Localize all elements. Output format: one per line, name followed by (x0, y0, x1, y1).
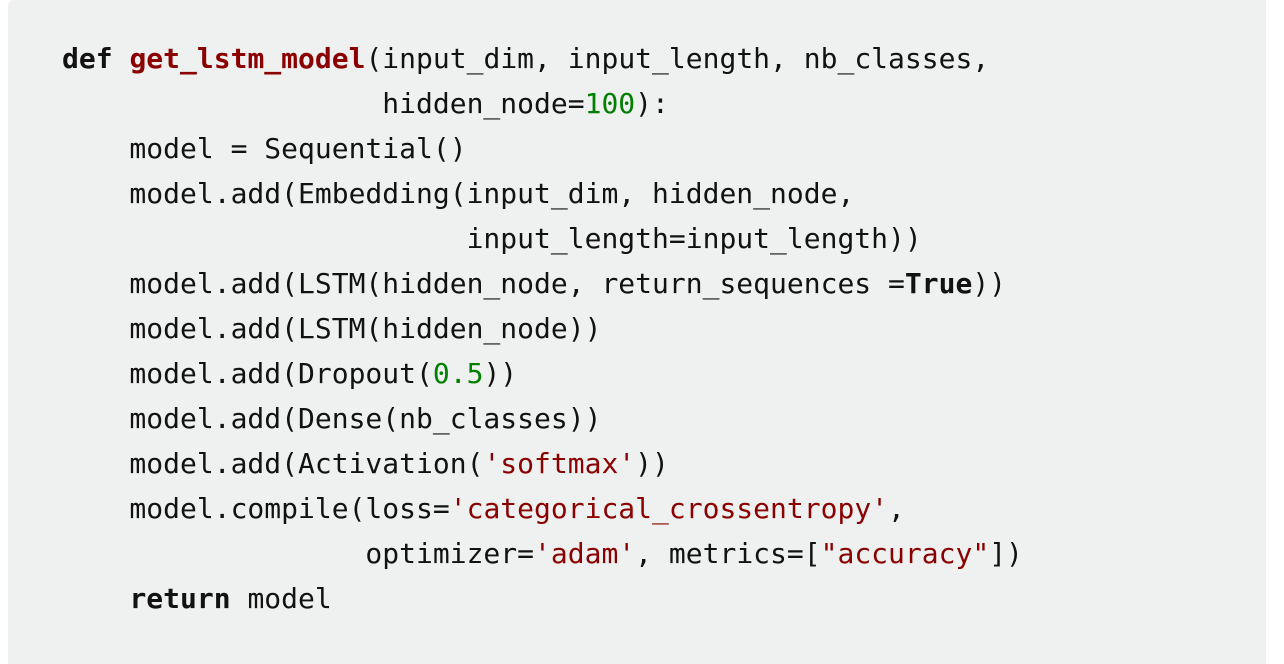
code-token-pl (62, 582, 129, 615)
code-token-pl: model.add(Embedding(input_dim, hidden_no… (62, 177, 855, 210)
code-token-pl: , (888, 492, 905, 525)
code-token-pl: model.add(Activation( (62, 447, 484, 480)
code-line: model.add(LSTM(hidden_node, return_seque… (62, 261, 1023, 306)
code-token-str: 'categorical_crossentropy' (449, 492, 889, 525)
code-line: hidden_node=100): (62, 81, 1023, 126)
code-token-kw: True (904, 267, 973, 300)
code-token-pl: model.add(Dense(nb_classes)) (62, 402, 602, 435)
code-token-pl: model.add(LSTM(hidden_node, return_seque… (62, 267, 905, 300)
code-token-kw: return (129, 582, 231, 615)
code-line: model.compile(loss='categorical_crossent… (62, 486, 1023, 531)
code-token-num: 0.5 (432, 357, 484, 390)
code-token-pl: ]) (989, 537, 1023, 570)
code-line: input_length=input_length)) (62, 216, 1023, 261)
code-line: def get_lstm_model(input_dim, input_leng… (62, 36, 1023, 81)
code-token-pl: )) (635, 447, 669, 480)
code-line: model.add(LSTM(hidden_node)) (62, 306, 1023, 351)
code-token-pl: hidden_node= (62, 87, 585, 120)
code-token-pl: model = Sequential() (62, 132, 467, 165)
code-token-str: "accuracy" (820, 537, 990, 570)
code-token-pl: , metrics=[ (635, 537, 821, 570)
code-token-str: 'adam' (534, 537, 636, 570)
code-line: model.add(Dropout(0.5)) (62, 351, 1023, 396)
code-token-pl: ): (635, 87, 669, 120)
code-line: model.add(Dense(nb_classes)) (62, 396, 1023, 441)
code-token-pl: model.add(LSTM(hidden_node)) (62, 312, 602, 345)
code-token-pl (113, 42, 130, 75)
code-line: optimizer='adam', metrics=["accuracy"]) (62, 531, 1023, 576)
code-line: model = Sequential() (62, 126, 1023, 171)
code-token-pl: (input_dim, input_length, nb_classes, (365, 42, 990, 75)
code-token-pl: )) (972, 267, 1007, 300)
code-token-pl: )) (483, 357, 518, 390)
code-line: model.add(Embedding(input_dim, hidden_no… (62, 171, 1023, 216)
code-token-pl: optimizer= (62, 537, 535, 570)
code-token-kw: def (62, 42, 113, 75)
code-panel: def get_lstm_model(input_dim, input_leng… (8, 0, 1266, 664)
code-token-fn: get_lstm_model (129, 42, 366, 75)
code-token-str: 'softmax' (483, 447, 636, 480)
code-token-pl: model (230, 582, 332, 615)
code-line: model.add(Activation('softmax')) (62, 441, 1023, 486)
code-line: return model (62, 576, 1023, 621)
code-block[interactable]: def get_lstm_model(input_dim, input_leng… (62, 36, 1023, 621)
code-token-pl: model.add(Dropout( (62, 357, 433, 390)
code-token-num: 100 (584, 87, 636, 120)
code-token-pl: model.compile(loss= (62, 492, 450, 525)
code-token-pl: input_length=input_length)) (62, 222, 922, 255)
